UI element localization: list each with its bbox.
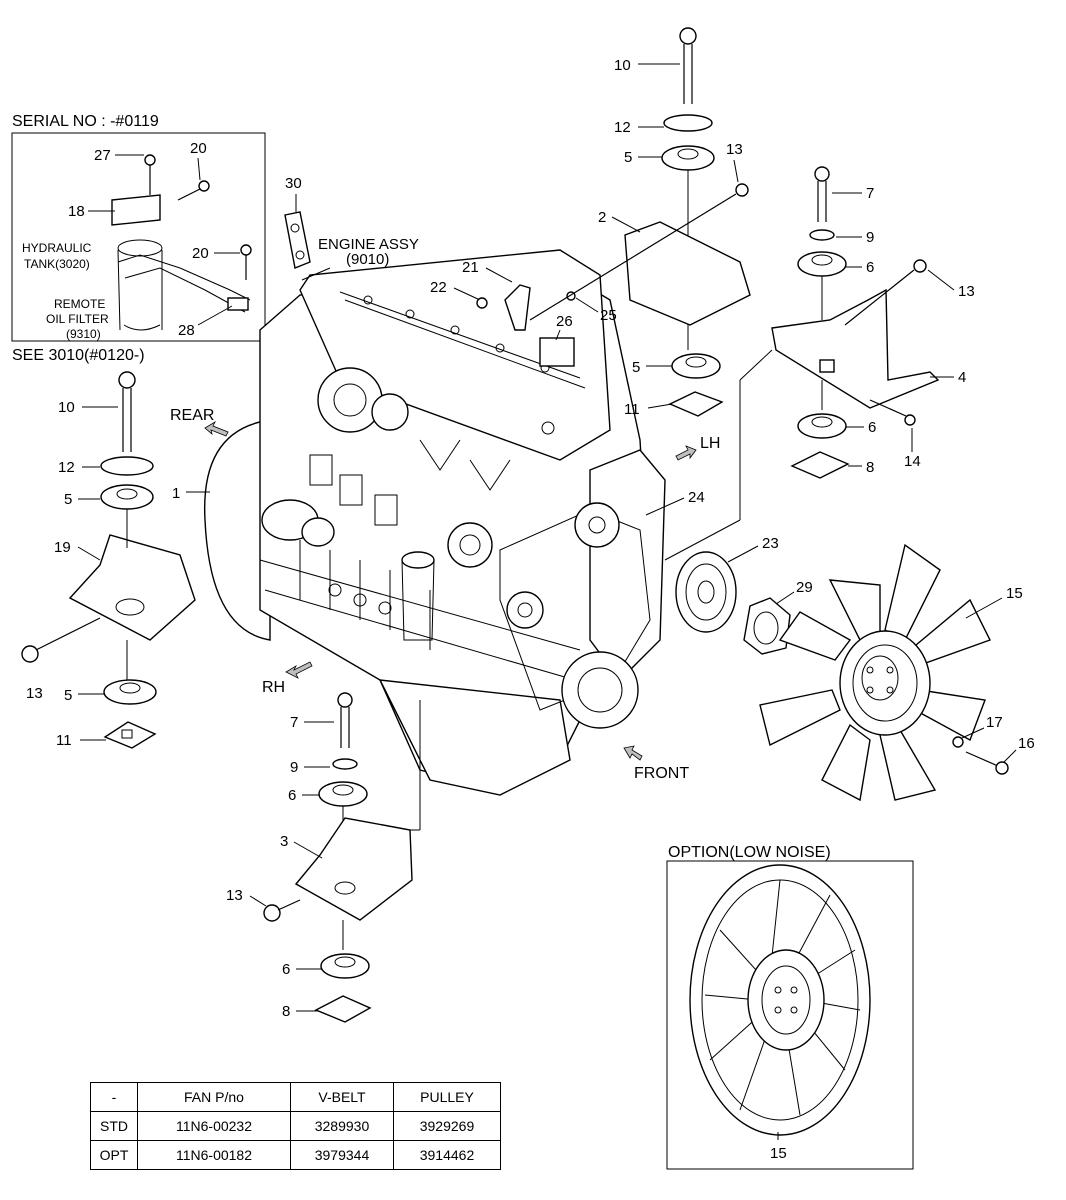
callout-12b: 12 <box>614 119 631 136</box>
callout-10b: 10 <box>614 57 631 74</box>
table-header-row: - FAN P/no V-BELT PULLEY <box>90 1082 501 1112</box>
option-title: OPTION(LOW NOISE) <box>668 844 831 861</box>
table-cell: OPT <box>90 1140 138 1170</box>
callout-12a: 12 <box>58 459 75 476</box>
rear-arrow-icon <box>204 420 229 437</box>
callout-13b: 13 <box>726 141 743 158</box>
low-noise-fan <box>689 864 871 1136</box>
callout-5d: 5 <box>632 359 640 376</box>
direction-lh: LH <box>700 435 720 452</box>
callout-6b: 6 <box>868 419 876 436</box>
rear-right-mount <box>529 27 751 417</box>
inset-label-9310: (9310) <box>66 327 101 341</box>
callout-13c: 13 <box>958 283 975 300</box>
direction-rh: RH <box>262 679 285 696</box>
front-left-mount <box>263 692 421 1023</box>
callout-5b: 5 <box>64 687 72 704</box>
front-right-mount <box>664 166 940 561</box>
callout-6c: 6 <box>288 787 296 804</box>
engine-label-line1: ENGINE ASSY <box>318 236 419 253</box>
table-header: PULLEY <box>393 1082 501 1112</box>
table-header: FAN P/no <box>137 1082 291 1112</box>
callout-13d: 13 <box>226 887 243 904</box>
callout-5c: 5 <box>624 149 632 166</box>
lh-arrow-icon <box>675 445 697 461</box>
callout-5a: 5 <box>64 491 72 508</box>
callout-19: 19 <box>54 539 71 556</box>
callout-24: 24 <box>688 489 705 506</box>
callout-6a: 6 <box>866 259 874 276</box>
rh-arrow-icon <box>285 661 313 679</box>
callout-26: 26 <box>556 313 573 330</box>
direction-rear: REAR <box>170 407 214 424</box>
table-header: V-BELT <box>290 1082 394 1112</box>
lifting-bracket <box>284 211 311 269</box>
inset-filter-assembly <box>111 154 252 331</box>
parts-table: - FAN P/no V-BELT PULLEY STD 11N6-00232 … <box>90 1082 501 1170</box>
callout-30: 30 <box>285 175 302 192</box>
front-arrow-icon <box>623 745 643 761</box>
callout-10a: 10 <box>58 399 75 416</box>
option-frame <box>666 860 914 1170</box>
table-cell: 3929269 <box>393 1111 501 1141</box>
callout-1: 1 <box>172 485 180 502</box>
inset-serial-title: SERIAL NO : -#0119 <box>12 113 159 130</box>
callout-2: 2 <box>598 209 606 226</box>
callout-28: 28 <box>178 322 195 339</box>
callout-3: 3 <box>280 833 288 850</box>
table-row: STD 11N6-00232 3289930 3929269 <box>90 1111 501 1141</box>
table-row: OPT 11N6-00182 3979344 3914462 <box>90 1140 501 1170</box>
callout-15a: 15 <box>1006 585 1023 602</box>
callout-16: 16 <box>1018 735 1035 752</box>
callout-13a: 13 <box>26 685 43 702</box>
callout-20b: 20 <box>192 245 209 262</box>
table-cell: 11N6-00182 <box>137 1140 291 1170</box>
callout-11a: 11 <box>56 732 72 749</box>
callout-22: 22 <box>430 279 447 296</box>
callout-18: 18 <box>68 203 85 220</box>
pulley-spacer <box>675 551 791 655</box>
callout-8b: 8 <box>282 1003 290 1020</box>
callout-4: 4 <box>958 369 966 386</box>
callout-14: 14 <box>904 453 921 470</box>
inset-label-oil-filter: OIL FILTER <box>46 312 109 326</box>
callout-25: 25 <box>600 307 617 324</box>
inset-label-tank: TANK(3020) <box>24 257 90 271</box>
engine-assembly <box>203 249 666 796</box>
table-cell: STD <box>90 1111 138 1141</box>
direction-front: FRONT <box>634 765 689 782</box>
table-cell: 3979344 <box>290 1140 394 1170</box>
callout-7b: 7 <box>290 714 298 731</box>
table-cell: 11N6-00232 <box>137 1111 291 1141</box>
table-header: - <box>90 1082 138 1112</box>
rear-left-mount <box>21 371 196 749</box>
callout-27: 27 <box>94 147 111 164</box>
callout-15b: 15 <box>770 1145 787 1162</box>
engine-label-line2: (9010) <box>346 251 389 268</box>
inset-label-hydraulic: HYDRAULIC <box>22 241 92 255</box>
table-cell: 3914462 <box>393 1140 501 1170</box>
callout-21: 21 <box>462 259 479 276</box>
callout-23: 23 <box>762 535 779 552</box>
callout-8a: 8 <box>866 459 874 476</box>
callout-29: 29 <box>796 579 813 596</box>
callout-17: 17 <box>986 714 1003 731</box>
callout-11b: 11 <box>624 401 640 418</box>
callout-7a: 7 <box>866 185 874 202</box>
callout-6d: 6 <box>282 961 290 978</box>
callout-9a: 9 <box>866 229 874 246</box>
see-note: SEE 3010(#0120-) <box>12 347 145 364</box>
callout-9b: 9 <box>290 759 298 776</box>
table-cell: 3289930 <box>290 1111 394 1141</box>
inset-label-remote: REMOTE <box>54 297 105 311</box>
inset-frame <box>11 132 266 342</box>
callout-20a: 20 <box>190 140 207 157</box>
